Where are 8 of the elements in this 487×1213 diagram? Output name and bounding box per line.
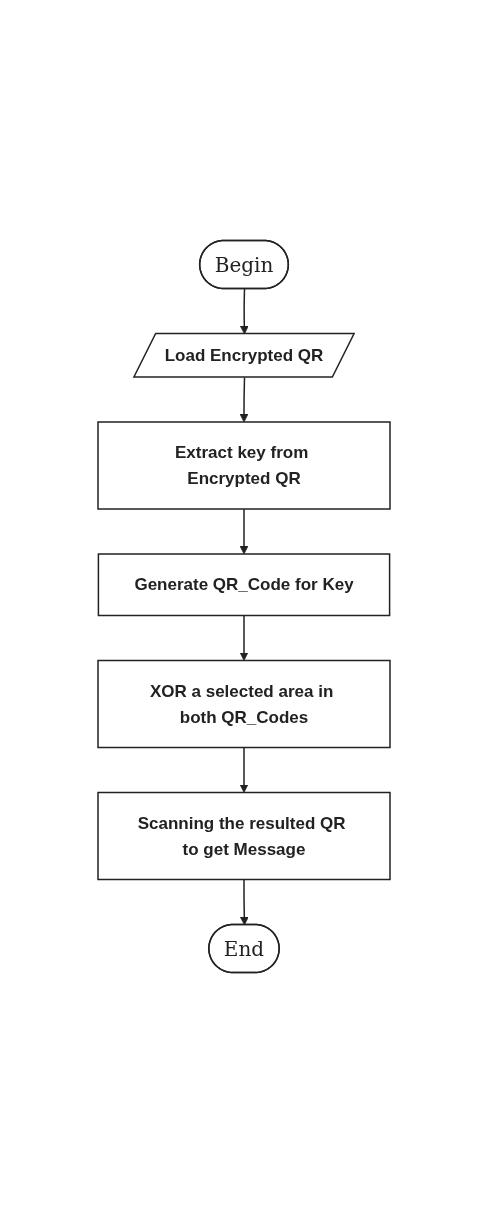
node-box: Generate QR_Code for Key	[97, 553, 390, 617]
node-box: XOR a selected area in both QR_Codes	[96, 659, 391, 749]
arrow	[239, 614, 248, 661]
arrow	[239, 746, 248, 793]
arrow	[239, 878, 249, 926]
node-box: Extract key from Encrypted QR	[96, 421, 391, 510]
arrow	[239, 508, 248, 555]
node-box: Scanning the resulted QR to get Message	[96, 791, 391, 881]
